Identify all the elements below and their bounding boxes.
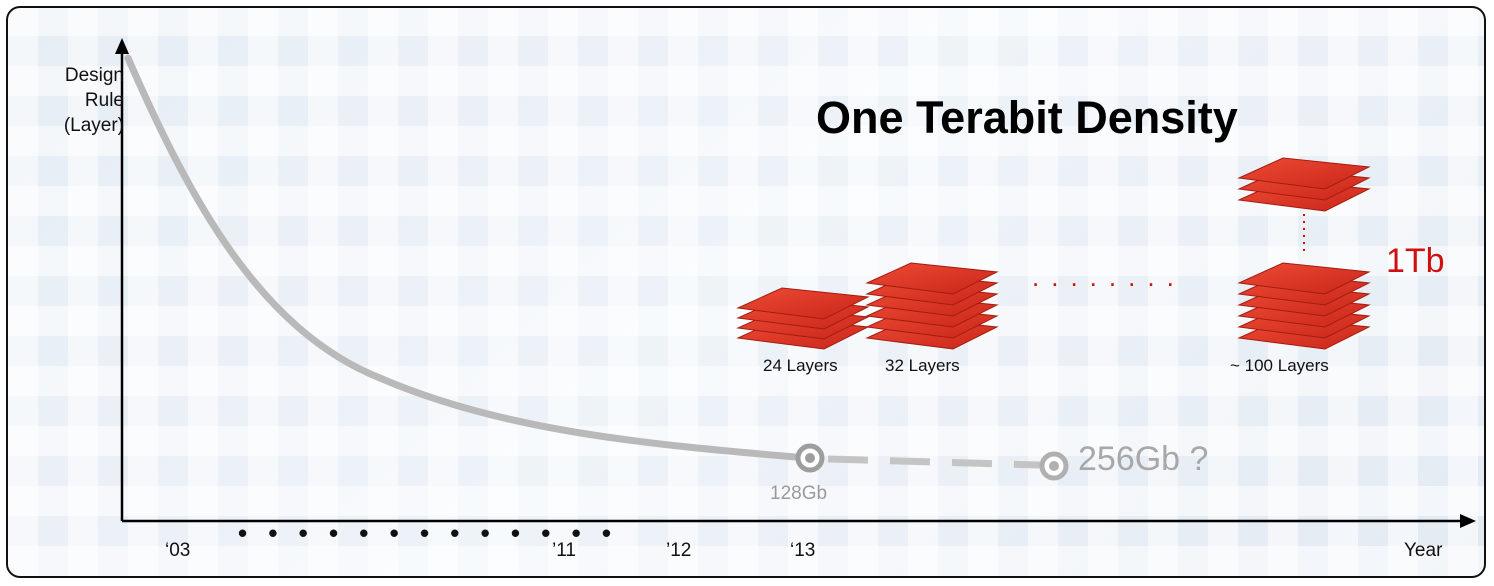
diagram-title: One Terabit Density — [816, 92, 1238, 143]
x-tick-ellipsis: • • • • • • • • • • • • • — [238, 518, 619, 548]
stack-100-layers-upper — [1237, 157, 1371, 212]
x-axis-arrow-icon — [1460, 514, 1476, 528]
milestone-128gb-label: 128Gb — [770, 483, 828, 504]
target-density-label: 1Tb — [1386, 242, 1445, 280]
stack-ellipsis: ........ — [1032, 262, 1186, 292]
stack-label-32: 32 Layers — [885, 356, 960, 375]
stack-label-24: 24 Layers — [763, 356, 838, 375]
stack-100-layers-lower-layer — [1237, 262, 1371, 295]
x-axis-label: Year — [1404, 540, 1443, 561]
slide-frame — [6, 6, 1486, 578]
x-tick-2013: ‘13 — [790, 540, 816, 561]
x-tick-2003: ‘03 — [165, 540, 191, 561]
projection-dashed-line — [827, 455, 1041, 469]
stack-label-100: ~ 100 Layers — [1230, 356, 1329, 375]
stack-32-layers — [865, 262, 999, 350]
marker-128gb — [795, 443, 825, 473]
stack-24-layers-layer — [736, 287, 870, 320]
design-rule-curve — [124, 54, 811, 462]
x-tick-2012: ’12 — [666, 540, 692, 561]
stack-24-layers — [736, 287, 870, 350]
y-axis-arrow-icon — [115, 38, 129, 54]
stack-32-layers-layer — [865, 262, 999, 295]
x-tick-2011: ’11 — [552, 540, 576, 561]
stack-100-layers-lower — [1237, 262, 1371, 350]
stack-100-layers-upper-layer — [1237, 157, 1371, 190]
y-axis-label: Design Rule (Layer) — [63, 65, 124, 136]
marker-256gb — [1039, 451, 1069, 481]
layer-stacks — [736, 157, 1371, 350]
milestone-256gb-label: 256Gb ? — [1078, 440, 1209, 478]
